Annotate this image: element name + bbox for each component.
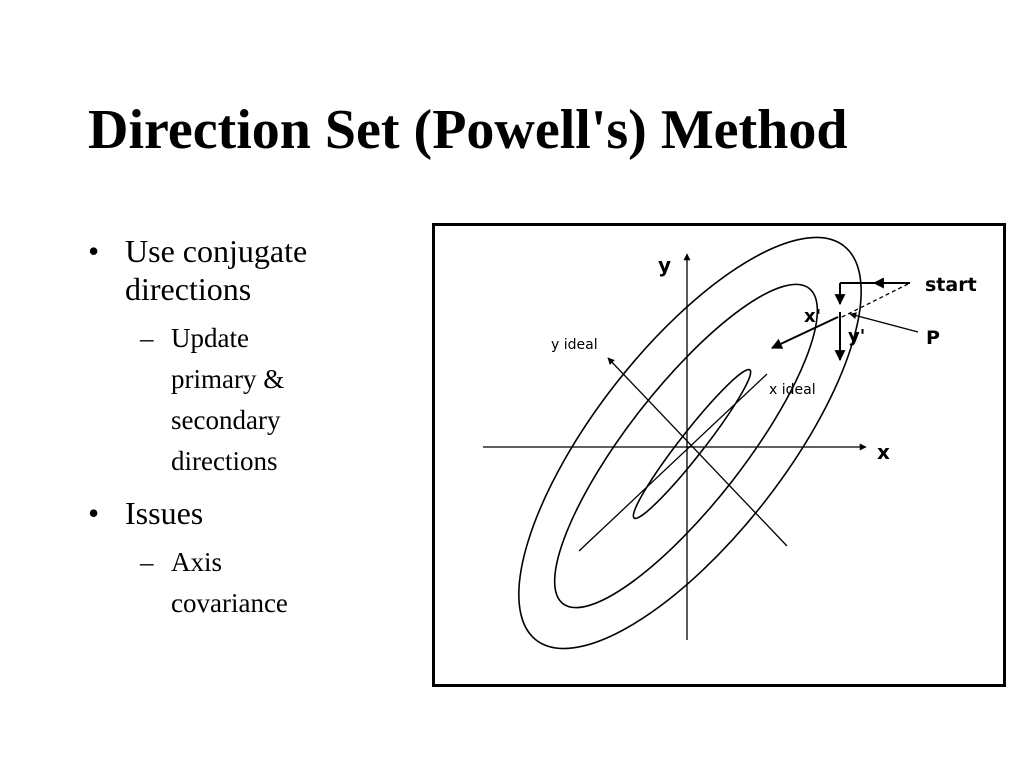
start-label: start: [925, 274, 977, 296]
sub-bullet-line: covariance: [171, 588, 288, 618]
bullet-item-conjugate: • Use conjugate directions – Update prim…: [88, 232, 388, 482]
outer-contour: [518, 236, 862, 650]
y-axis-label: y: [658, 253, 671, 277]
middle-contour: [553, 283, 819, 609]
p-pointer-arrow: [849, 312, 919, 333]
diagram-frame: [432, 223, 1006, 687]
bullet-text: • Use conjugate directions: [88, 232, 388, 308]
powell-diagram: y x start P x' y' y ideal x ideal: [432, 222, 1006, 688]
x-prime-label: x': [804, 306, 821, 327]
sub-bullet-list: – Axis covariance: [88, 542, 388, 624]
bullet-marker: •: [88, 495, 100, 531]
sub-bullet-axis: – Axis covariance: [88, 542, 388, 624]
x-prime-arrow: [771, 316, 839, 349]
x-ideal-line: [578, 373, 768, 552]
y-ideal-line: [607, 357, 788, 547]
sub-bullet-list: – Update primary & secondary directions: [88, 318, 388, 482]
x-ideal-label: x ideal: [769, 382, 816, 398]
bullet-marker: •: [88, 233, 100, 269]
bullet-text: • Issues: [88, 494, 388, 532]
x-axis-label: x: [877, 440, 890, 464]
sub-bullet-marker: –: [140, 323, 154, 353]
sub-bullet-line: Update: [171, 323, 249, 353]
bullet-line: Issues: [125, 495, 204, 531]
bullet-list: • Use conjugate directions – Update prim…: [88, 232, 388, 624]
sub-bullet-line: directions: [171, 446, 278, 476]
bullet-item-issues: • Issues – Axis covariance: [88, 494, 388, 624]
diagram-svg: y x start P x' y' y ideal x ideal: [432, 223, 1006, 687]
slide-title: Direction Set (Powell's) Method: [88, 99, 848, 161]
bullet-line: Use conjugate: [125, 233, 308, 269]
sub-bullet-line: Axis: [171, 547, 223, 577]
sub-bullet-line: secondary: [171, 405, 281, 435]
y-prime-label: y': [848, 326, 865, 347]
y-ideal-label: y ideal: [551, 337, 598, 353]
sub-bullet-line: primary &: [171, 364, 285, 394]
sub-bullet-marker: –: [140, 547, 154, 577]
bullet-line: directions: [125, 271, 252, 307]
sub-bullet-update: – Update primary & secondary directions: [88, 318, 388, 482]
p-label: P: [926, 327, 940, 349]
